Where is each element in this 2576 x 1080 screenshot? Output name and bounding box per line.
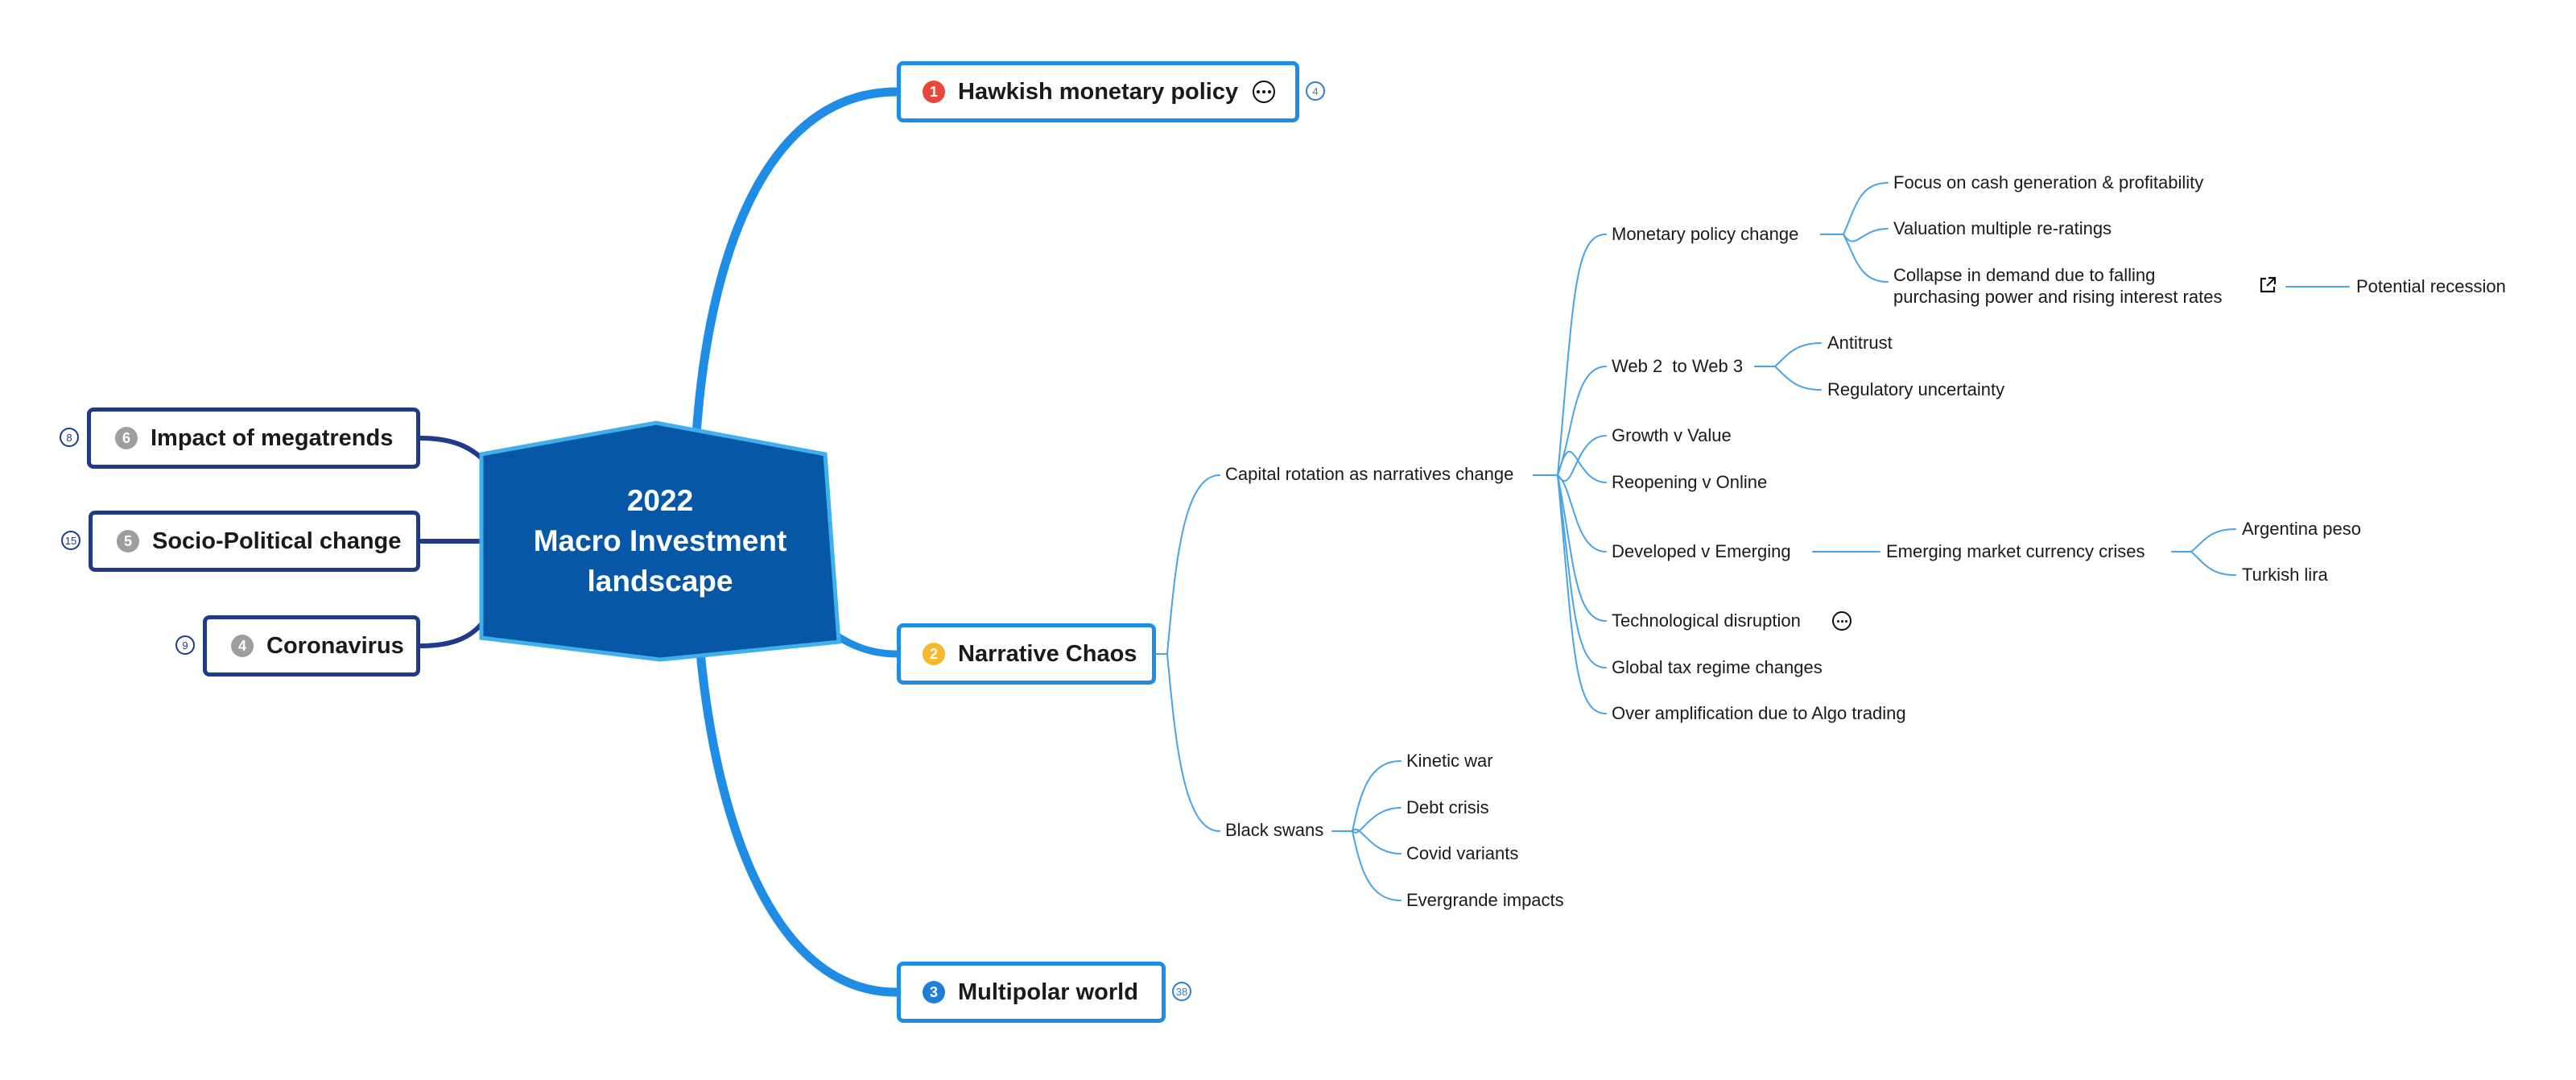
developed-v-emerging-topic[interactable]: Developed v Emerging: [1612, 541, 1791, 561]
priority-1-icon: 1: [923, 81, 945, 103]
central-title-line-2: Macro Investment: [533, 524, 787, 557]
central-title-line-1: 2022: [626, 484, 694, 517]
priority-4-icon: 4: [231, 635, 254, 657]
connector: [1533, 474, 1607, 668]
connector: [1533, 435, 1607, 482]
topic-count-badge[interactable]: 8: [60, 428, 79, 447]
argentina-peso-topic[interactable]: Argentina peso: [2242, 519, 2361, 539]
collapse-in-demand-topic[interactable]: Collapse in demand due to falling purcha…: [1893, 264, 2222, 308]
connector: [1533, 234, 1607, 476]
technological-disruption-topic[interactable]: Technological disruption: [1612, 610, 1801, 631]
connector: [1820, 234, 1889, 283]
central-title-line-3: landscape: [587, 565, 733, 598]
connector-coronavirus: [418, 614, 489, 648]
connector: [2171, 528, 2236, 552]
connector: [1352, 807, 1402, 834]
covid-variants-topic[interactable]: Covid variants: [1406, 843, 1519, 863]
priority-6-icon: 6: [115, 427, 138, 449]
priority-5-icon: 5: [117, 530, 139, 552]
topic-count-badge[interactable]: 9: [175, 635, 195, 655]
branch-label: Socio-Political change: [152, 528, 402, 554]
connector-megatrends: [418, 436, 489, 466]
reopening-v-online-topic[interactable]: Reopening v Online: [1612, 472, 1768, 492]
connector: [1533, 474, 1607, 552]
web2-to-web3-topic[interactable]: Web 2 to Web 3: [1612, 356, 1744, 376]
branch-label: Multipolar world: [958, 979, 1138, 1005]
emerging-currency-crises-topic[interactable]: Emerging market currency crises: [1886, 541, 2145, 561]
connector: [1533, 474, 1607, 714]
branch-hawkish-monetary-policy[interactable]: 1 Hawkish monetary policy: [897, 61, 1299, 122]
connector-hawkish: [691, 87, 902, 440]
branch-label: Coronavirus: [266, 632, 404, 659]
branch-impact-of-megatrends[interactable]: 6 Impact of megatrends: [87, 408, 420, 469]
connector: [1533, 450, 1607, 483]
external-link-icon[interactable]: [2258, 275, 2277, 295]
capital-rotation-topic[interactable]: Capital rotation as narratives change: [1225, 464, 1514, 484]
connector: [1352, 828, 1402, 854]
collapse-line-1: Collapse in demand due to falling: [1893, 265, 2156, 285]
connector: [1166, 653, 1220, 832]
connector: [1754, 342, 1822, 367]
connector: [1533, 474, 1607, 622]
valuation-re-ratings-topic[interactable]: Valuation multiple re-ratings: [1893, 218, 2112, 238]
branch-multipolar-world[interactable]: 3 Multipolar world: [897, 962, 1166, 1023]
branch-socio-political-change[interactable]: 5 Socio-Political change: [89, 511, 420, 572]
connector: [2171, 551, 2236, 576]
topic-count-badge[interactable]: 4: [1306, 81, 1325, 101]
connector: [1754, 366, 1822, 391]
connector: [1352, 830, 1402, 901]
branch-label: Impact of megatrends: [151, 424, 394, 451]
priority-2-icon: 2: [923, 643, 945, 665]
branch-label: Hawkish monetary policy: [958, 78, 1239, 105]
topic-count-badge[interactable]: 38: [1172, 982, 1191, 1001]
black-swans-topic[interactable]: Black swans: [1225, 820, 1324, 840]
topic-count-badge[interactable]: 15: [61, 531, 80, 550]
kinetic-war-topic[interactable]: Kinetic war: [1406, 751, 1493, 771]
collapse-line-2: purchasing power and rising interest rat…: [1893, 287, 2223, 307]
more-options-icon[interactable]: [1253, 81, 1276, 103]
central-topic-hexagon[interactable]: [479, 420, 841, 662]
more-options-icon[interactable]: [1832, 611, 1852, 631]
evergrande-impacts-topic[interactable]: Evergrande impacts: [1406, 890, 1564, 910]
connector-multipolar: [696, 648, 902, 997]
branch-narrative-chaos[interactable]: 2 Narrative Chaos: [897, 623, 1156, 685]
algo-trading-topic[interactable]: Over amplification due to Algo trading: [1612, 703, 1906, 723]
connector: [1533, 366, 1607, 476]
branch-coronavirus[interactable]: 4 Coronavirus: [203, 615, 420, 677]
turkish-lira-topic[interactable]: Turkish lira: [2242, 565, 2328, 585]
priority-3-icon: 3: [923, 981, 945, 1003]
cash-generation-topic[interactable]: Focus on cash generation & profitability: [1893, 172, 2204, 192]
connector: [1820, 182, 1889, 235]
central-topic-title: 2022 Macro Investment landscape: [479, 420, 841, 662]
global-tax-regime-topic[interactable]: Global tax regime changes: [1612, 657, 1823, 677]
antitrust-topic[interactable]: Antitrust: [1827, 333, 1893, 353]
regulatory-uncertainty-topic[interactable]: Regulatory uncertainty: [1827, 379, 2005, 399]
branch-label: Narrative Chaos: [958, 640, 1137, 667]
potential-recession-topic[interactable]: Potential recession: [2356, 276, 2506, 296]
debt-crisis-topic[interactable]: Debt crisis: [1406, 797, 1489, 817]
monetary-policy-change-topic[interactable]: Monetary policy change: [1612, 224, 1799, 244]
connector: [1352, 760, 1402, 832]
connector: [1166, 474, 1220, 655]
growth-v-value-topic[interactable]: Growth v Value: [1612, 425, 1732, 445]
